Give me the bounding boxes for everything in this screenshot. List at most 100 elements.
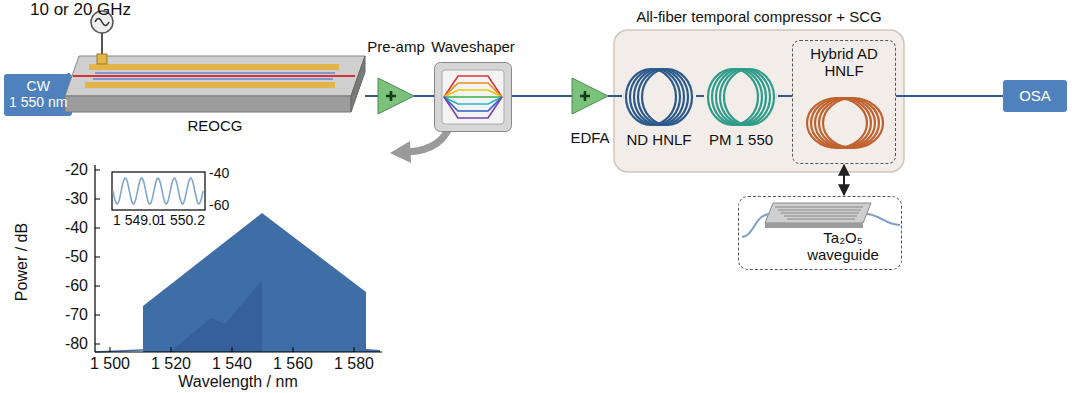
- axis-label: -60: [209, 198, 229, 213]
- spectrum-shade: [170, 280, 262, 352]
- node-outline: [704, 66, 778, 128]
- x-tick: [110, 347, 111, 352]
- laser-source-box: CW 1 550 nm: [4, 74, 72, 116]
- coil-winding: [638, 69, 688, 125]
- node-label: ND HNLF: [626, 132, 691, 149]
- node-label: Waveshaper: [431, 39, 515, 56]
- waveguide-line: [778, 210, 861, 211]
- group-panel: [614, 30, 904, 172]
- sine-symbol: [95, 19, 109, 26]
- plus-symbol: [390, 91, 393, 101]
- waveguide-line: [775, 207, 863, 208]
- frequency-label: 10 or 20 GHz: [30, 1, 131, 19]
- waveshaper-window: [442, 70, 504, 124]
- analyzer-box: OSA: [1003, 80, 1067, 112]
- waveguide-line: [93, 79, 333, 80]
- y-tick: [95, 199, 100, 200]
- y-tick: [95, 344, 100, 345]
- spectral-path: [444, 83, 502, 97]
- axis-label: -40: [209, 166, 229, 181]
- coil-winding: [724, 69, 774, 125]
- axis-label: -60: [65, 277, 88, 294]
- x-tick: [171, 347, 172, 352]
- y-tick: [95, 286, 100, 287]
- y-tick: [95, 170, 100, 171]
- spectral-path: [444, 76, 502, 97]
- y-tick: [95, 257, 100, 258]
- axis-label: 1 520: [151, 355, 191, 372]
- group-layer: [614, 30, 904, 172]
- electrode: [89, 64, 339, 70]
- node-label: Pre-amp: [367, 39, 425, 56]
- node-outline: [65, 52, 365, 114]
- axis-label: 1 550.2: [158, 213, 205, 228]
- fiber-connector: [512, 95, 572, 97]
- axis-label: Power / dB: [13, 223, 30, 301]
- axis-label: 1 560: [273, 355, 313, 372]
- axis-label: 1 500: [90, 355, 130, 372]
- axis-label: -40: [65, 219, 88, 236]
- spectral-path: [444, 97, 502, 104]
- node-label: OSA: [1019, 88, 1051, 105]
- node-label: CW 1 550 nm: [9, 79, 67, 110]
- preamplifier-symbol: Pre-amp: [378, 78, 414, 114]
- fiber-connector: [843, 165, 845, 195]
- waveguide-line: [781, 213, 859, 214]
- electrode: [85, 82, 335, 88]
- fiber-connector: [414, 95, 434, 97]
- axis-ticks: [95, 170, 354, 352]
- rf-wire: [101, 33, 103, 57]
- node-label: All-fiber temporal compressor + SCG: [636, 9, 882, 26]
- fiber-coil: ND HNLF: [622, 66, 696, 128]
- axis-label: -70: [65, 306, 88, 323]
- node-label: Ta₂O₅ waveguide: [791, 230, 895, 264]
- waveguide-line: [73, 75, 355, 77]
- axis-label: Wavelength / nm: [178, 373, 297, 390]
- axis-label: 1 549.0: [113, 213, 160, 228]
- pointer-arrowhead: [390, 141, 411, 163]
- node-outline: [378, 78, 414, 114]
- waveguide-line: [784, 216, 857, 217]
- axis-label: -20: [65, 161, 88, 178]
- compressor-group: All-fiber temporal compressor + SCGND HN…: [614, 30, 904, 172]
- node-outline: [434, 62, 512, 132]
- coil-winding: [823, 98, 883, 148]
- x-tick: [354, 347, 355, 352]
- spectrum-fill: [143, 213, 380, 352]
- inset-comb: [113, 178, 203, 204]
- edfa-symbol: EDFA: [572, 78, 608, 114]
- waveguide-chip: [765, 223, 863, 228]
- hybrid-fiber-box: Hybrid AD HNLF: [792, 40, 896, 164]
- coil-winding: [642, 69, 692, 125]
- x-tick: [232, 347, 233, 352]
- spectral-path: [444, 90, 502, 97]
- axis-label: -30: [65, 190, 88, 207]
- node-label: REOCG: [187, 118, 242, 135]
- chip-front: [65, 96, 351, 112]
- node-label: EDFA: [570, 130, 609, 147]
- x-axis: [95, 351, 382, 352]
- spectral-path: [444, 96, 502, 98]
- fiber-coil: PM 1 550: [704, 66, 778, 128]
- comb-generator-chip: REOCG: [65, 52, 365, 114]
- chip-side: [351, 56, 365, 112]
- fiber-lead: [867, 214, 900, 225]
- y-axis: [94, 165, 95, 352]
- waveguide-line: [787, 219, 855, 220]
- fiber-connector: [896, 95, 1003, 97]
- amplifier-triangle: [572, 78, 608, 114]
- coil-winding: [819, 98, 879, 148]
- fiber-connector: [365, 95, 378, 97]
- fiber-connector: [608, 95, 622, 97]
- waveguide-box: Ta₂O₅ waveguide: [738, 196, 902, 270]
- fiber-connector: [696, 95, 704, 97]
- waveguide-chip: [765, 203, 871, 223]
- coil-winding: [720, 69, 770, 125]
- node-outline: [622, 66, 696, 128]
- waveshaper-case: [435, 63, 512, 132]
- plus-symbol: [584, 91, 587, 101]
- fiber-lead: [742, 214, 769, 237]
- spectral-path: [444, 97, 502, 118]
- axis-label: -80: [65, 335, 88, 352]
- axis-label: 1 540: [212, 355, 252, 372]
